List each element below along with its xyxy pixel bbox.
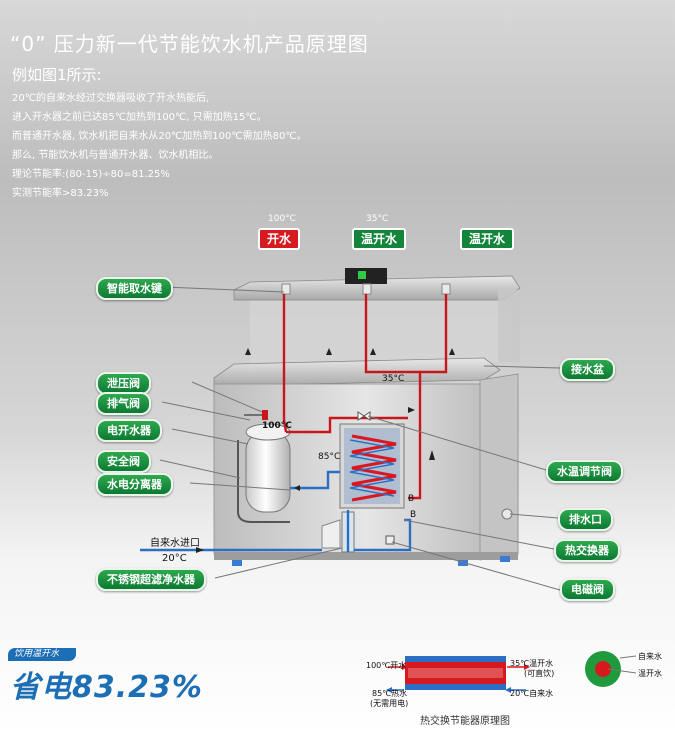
- temp-85-label: 85°C: [318, 452, 341, 462]
- point-b-upper: B: [408, 494, 415, 504]
- intro-line-4: 那么, 节能饮水机与普通开水器、饮水机相比。: [12, 150, 219, 161]
- legend-warm-water: 温开水: [638, 669, 662, 678]
- callout-water-electric-separator: 水电分离器: [96, 473, 173, 496]
- banner-saving-rate: 省电83.23%: [10, 670, 203, 705]
- back-panel: [250, 300, 512, 362]
- warm-temp-label: 35°C: [366, 214, 389, 224]
- exchanger-coil: [351, 434, 397, 502]
- page-subtitle: 例如图1所示:: [12, 66, 102, 84]
- cabinet-base: [214, 552, 518, 560]
- callout-smart-key: 智能取水键: [96, 277, 173, 300]
- intro-line-1: 20℃的自来水经过交换器吸收了开水热能后,: [12, 93, 210, 104]
- callout-relief-valve: 泄压阀: [96, 372, 151, 395]
- exchanger-right-top: 35℃温开水: [510, 659, 554, 668]
- pipe-cross-section-legend: [585, 651, 637, 687]
- warm-water-tag-2: 温开水: [460, 228, 515, 250]
- intro-line-2: 进入开水器之前已达85℃加热到100℃, 只需加热15℃。: [12, 112, 267, 123]
- cold-water-pipes: [140, 470, 412, 552]
- callout-temp-adjust-valve: 水温调节阀: [546, 460, 623, 483]
- hot-tap: [281, 283, 291, 295]
- intro-line-5: 理论节能率:(80-15)÷80=81.25%: [12, 169, 170, 180]
- boiler-tank: [245, 431, 291, 513]
- exchanger-left-bottom-sub: (无需用电): [370, 699, 409, 708]
- water-inlet-temp: 20°C: [162, 553, 187, 564]
- exchanger-left-bottom: 85℃热水: [372, 689, 408, 698]
- water-basin: [213, 357, 501, 387]
- exchanger-left-top: 100℃开水: [366, 661, 407, 670]
- callout-vent-valve: 排气阀: [96, 392, 151, 415]
- callout-safety-valve: 安全阀: [96, 450, 151, 473]
- intro-line-6: 实测节能率>83.23%: [12, 188, 109, 199]
- callout-solenoid-valve: 电磁阀: [560, 578, 615, 601]
- exchanger-caption: 热交换节能器原理图: [420, 716, 510, 727]
- callout-heat-exchanger: 热交换器: [554, 539, 620, 562]
- callout-uf-purifier: 不锈钢超滤净水器: [96, 568, 206, 591]
- warm-water-tag-1: 温开水: [352, 228, 407, 250]
- overflow-pipe: [237, 440, 290, 523]
- temp-35-label: 35°C: [382, 374, 405, 384]
- water-inlet-label: 自来水进口: [150, 538, 200, 549]
- hot-temp-label: 100°C: [268, 214, 296, 224]
- side-post: [498, 290, 520, 362]
- temp-100-label: 100°C: [262, 421, 292, 431]
- warm-tap-2: [441, 283, 451, 295]
- flow-arrows: [196, 348, 455, 553]
- callout-drain-outlet: 排水口: [558, 508, 613, 531]
- page-title: “0” 压力新一代节能饮水机产品原理图: [10, 32, 369, 56]
- banner-small-text: 饮用温开水: [8, 648, 76, 661]
- callout-lines: [159, 286, 561, 591]
- legend-tap-water: 自来水: [638, 652, 662, 661]
- callout-electric-boiler: 电开水器: [96, 419, 162, 442]
- pressure-relief-valve: [244, 410, 268, 420]
- warm-tap-1: [362, 283, 372, 295]
- intro-line-3: 而普通开水器, 饮水机把自来水从20℃加热到100℃需加热80℃。: [12, 131, 307, 142]
- hot-water-tag: 开水: [258, 228, 301, 250]
- exchanger-principle-graphic: [386, 656, 530, 693]
- callout-water-basin: 接水盆: [560, 358, 615, 381]
- display-led: [358, 271, 366, 279]
- solenoid-valve: [385, 535, 395, 545]
- temp-adjust-valve: [357, 411, 371, 421]
- exchanger-right-top-sub: (可直饮): [524, 669, 555, 678]
- exchanger-right-bottom: 20℃自来水: [510, 689, 554, 698]
- point-b-lower: B: [410, 510, 417, 520]
- cabinet-side: [479, 373, 519, 561]
